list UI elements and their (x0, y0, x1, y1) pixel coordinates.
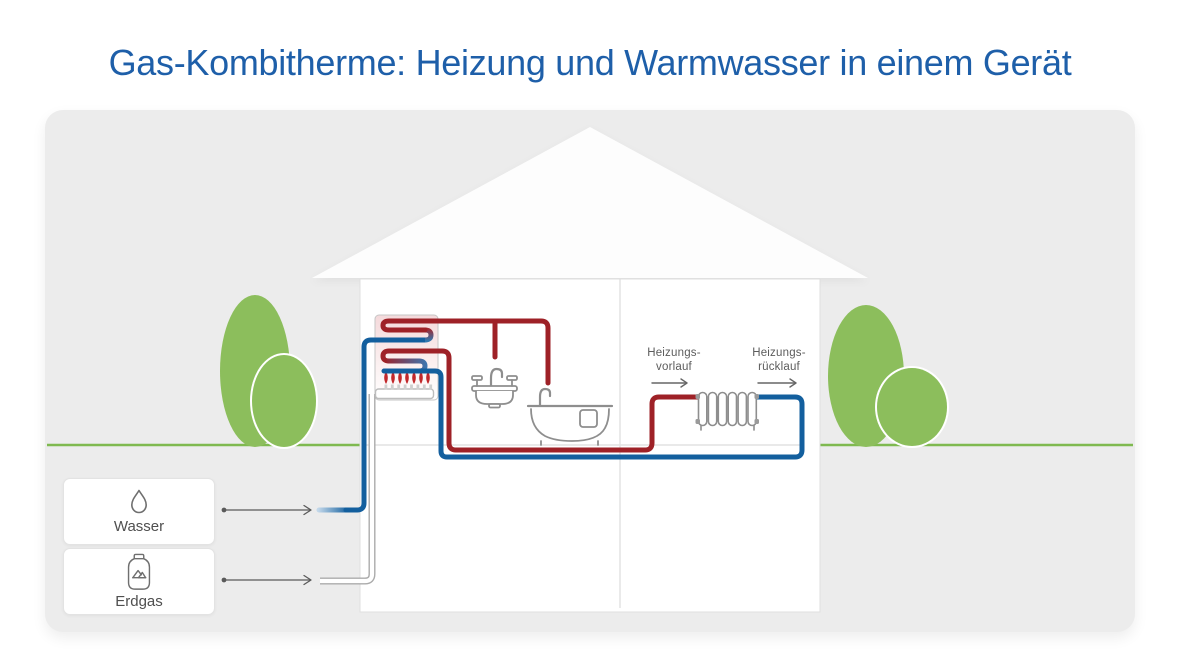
gas-bottle-icon (127, 553, 151, 590)
scene-illustration (47, 127, 1133, 613)
roof (312, 127, 868, 278)
heating-return-pipe (381, 368, 805, 460)
wasser-input-arrow (221, 504, 312, 516)
radiator-icon (695, 391, 759, 431)
input-box-label: Erdgas (115, 593, 163, 610)
cold-water-pipe (316, 337, 428, 513)
coil-transition (424, 327, 434, 343)
page-title: Gas-Kombitherme: Heizung und Warmwasser … (108, 42, 1072, 83)
label-line: vorlauf (656, 361, 692, 373)
illustration-stage: Heizungs- vorlauf Heizungs- rücklauf Was… (45, 110, 1135, 632)
label-heizungsruecklauf: Heizungs- rücklauf (714, 346, 844, 374)
return-arrow (757, 378, 797, 388)
erdgas-input-arrow (221, 574, 312, 586)
tree-left (220, 295, 318, 449)
supply-arrow (651, 378, 688, 388)
burner-flames (374, 371, 435, 400)
label-line: Heizungs- (752, 347, 806, 359)
hot-water-pipe (380, 318, 551, 386)
input-box-label: Wasser (113, 518, 165, 535)
bathtub-icon (526, 387, 614, 446)
heating-supply-pipe (380, 348, 702, 453)
label-line: Heizungs- (647, 347, 701, 359)
input-box-erdgas: Erdgas (63, 548, 215, 615)
sink-icon (471, 367, 518, 409)
input-box-wasser: Wasser (63, 478, 215, 545)
label-heizungsvorlauf: Heizungs- vorlauf (609, 346, 739, 374)
water-drop-icon (131, 489, 147, 514)
gas-pipe (320, 394, 376, 585)
label-line: rücklauf (758, 361, 800, 373)
tree-right (828, 305, 949, 448)
